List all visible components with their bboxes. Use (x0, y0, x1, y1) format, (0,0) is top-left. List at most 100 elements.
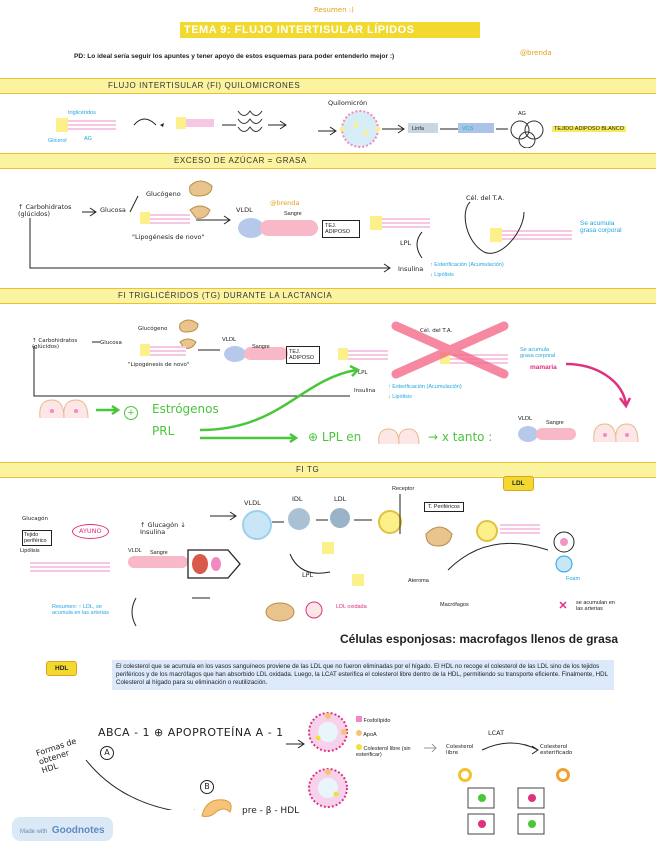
s4-tejido-label: Tejido periférico (22, 530, 52, 546)
s3-sangre-label: Sangre (252, 344, 270, 350)
s2-handle: @brenda (270, 199, 300, 207)
s3-estrogenos-label: Estrógenos (152, 402, 219, 416)
liver-icon (179, 319, 199, 349)
s4-receptor-label: Receptor (392, 486, 415, 492)
s4-vldl-label: VLDL (244, 499, 261, 507)
section-banner-azucar: EXCESO DE AZÚCAR = GRASA (0, 153, 656, 169)
acum-line-1: Se acumula (520, 347, 550, 353)
legend-colesterol: Colesterol libre (sin esterificar) (356, 744, 418, 758)
section-title: FI TG (296, 465, 320, 474)
s2-tej-label: TEJ. ADIPOSO (322, 220, 360, 238)
s3-lipid-strip-2 (348, 350, 388, 360)
legend-text: ApoA (363, 732, 377, 738)
breast-icon (39, 399, 89, 419)
s2-glycerol-1 (140, 212, 150, 224)
s1-glicerol-label: Glicerol (48, 138, 67, 144)
cell-transport-icon (467, 787, 545, 835)
hdl-formas-label: Formas de obtener HDL (34, 736, 78, 776)
s4-lipid-strip-1 (30, 562, 110, 572)
section-banner-quilomicrones: FLUJO INTERTISULAR (FI) QUILOMICRONES (0, 78, 656, 94)
hdl-arrows (85, 739, 305, 810)
goodnotes-brand: Goodnotes (51, 825, 105, 836)
s3-lpl-label: LPL (358, 370, 368, 376)
s2-carb-label: ↑ Carbohidratos (glúcidos) (18, 203, 72, 218)
s1-trig-label: triglicéridos (68, 110, 96, 116)
s1-glycerol-block (56, 118, 68, 132)
ldl-receptor-particle (378, 510, 402, 534)
section-title: FI TRIGLICÉRIDOS (TG) DURANTE LA LACTANC… (118, 291, 333, 300)
s4-gins-label: ↑ Glucagón ↓ Insulina (140, 521, 186, 536)
legend-apoa: ApoA (356, 730, 377, 738)
idl-particle (288, 508, 310, 530)
s4-lipolisis-label: Lipólisis (20, 548, 40, 554)
s3-plus-label: + (124, 406, 138, 420)
s3-cel-label: Cél. del T.A. (420, 328, 453, 334)
liver-icon (425, 526, 453, 547)
s3-lpl-en-label: ⊕ LPL en (308, 430, 362, 444)
s2-vldl-particle (238, 218, 264, 238)
ldl-tag: LDL (503, 476, 534, 491)
s3-vldl-particle (224, 346, 246, 362)
s4-ldl-label: LDL (334, 495, 347, 503)
s2-vldl-blood (260, 220, 318, 236)
hdl-explanation: El colesterol que se acumula en los vaso… (112, 660, 614, 690)
s1-fatty-acid-strip (68, 120, 116, 130)
s1-quilo-label: Quilomicrón (328, 99, 368, 107)
s3-est-label: ↑ Esterificación (Acumulación) (388, 384, 462, 390)
s3-insulina-label: Insulina (354, 388, 376, 394)
s3-glycerol-1 (140, 344, 150, 356)
liver-icon (189, 180, 213, 219)
goodnotes-badge[interactable]: Made with Goodnotes (12, 817, 113, 841)
s2-acum-label: Se acumula grasa corporal (580, 220, 622, 234)
s3-vldl2-particle (518, 426, 538, 442)
foam-cell-caption: Células esponjosas: macrofagos llenos de… (340, 632, 619, 646)
s2-lipo-label: "Lipogénesis de novo" (132, 233, 205, 241)
author-handle: @brenda (520, 49, 552, 57)
s1-ag-label: AG (84, 136, 92, 142)
legend-text: Colesterol libre (sin esterificar) (356, 746, 411, 758)
s2-glycerol-3 (490, 228, 502, 242)
made-with-text: Made with (20, 829, 48, 835)
legend-phospholipid: Fosfolípido (356, 716, 390, 724)
s2-insulina-label: Insulina (398, 265, 424, 273)
s2-lip-label: ↓ Lipólisis (430, 272, 454, 278)
s2-est-label: ↑ Esterificación (Acumulación) (430, 262, 504, 268)
apoa-icon (201, 799, 232, 817)
s3-vldl-blood (244, 347, 288, 360)
s2-lipid-strip-3 (502, 230, 572, 240)
section-banner-lactancia: FI TRIGLICÉRIDOS (TG) DURANTE LA LACTANC… (0, 288, 656, 304)
breast-icon (593, 423, 639, 443)
s4-lpl-label: LPL (302, 571, 314, 579)
hdl-b-badge: B (200, 780, 214, 794)
s4-vldl-small: VLDL (128, 548, 142, 554)
s2-glucosa-label: Glucosa (100, 206, 126, 214)
tissue-icon (187, 549, 241, 579)
s1-ag-top: AG (518, 111, 526, 117)
s1-tejido-label: TEJIDO ADIPOSO BLANCO (552, 126, 626, 132)
esterified-cholesterol-dot (556, 768, 570, 782)
s1-linfa-label: Linfa (412, 126, 424, 132)
s3-glycerol-2 (338, 348, 348, 360)
section-banner-fi-tg: FI TG (0, 462, 656, 478)
s3-vldl-label: VLDL (222, 337, 237, 343)
intro-note: PD: Lo ideal sería seguir los apuntes y … (74, 53, 395, 60)
hdl-lcat-label: LCAT (488, 729, 505, 737)
cross-out-mark (391, 321, 509, 379)
s4-oxid-label: LDL oxidada (336, 604, 367, 610)
acum-line-1: Se acumula (580, 220, 615, 227)
hdl-tag: HDL (46, 661, 78, 676)
adipose-cell-icon (510, 120, 544, 148)
macrophage-icon (553, 531, 575, 573)
hdl-libre-label: Colesterol libre (446, 744, 474, 756)
s4-lipid-strip-2 (500, 524, 540, 534)
s2-vldl-label: VLDL (236, 206, 253, 214)
hdl-abca-label: ABCA - 1 ⊕ APOPROTEÍNA A - 1 (98, 726, 284, 739)
s2-glucogeno-label: Glucógeno (146, 190, 181, 198)
s3-arrows (33, 341, 632, 444)
s2-lipid-strip-1 (150, 214, 190, 224)
s4-foam-label: Foam (566, 576, 581, 582)
acum-line-2: grasa corporal (520, 353, 556, 359)
s3-sangre2-label: Sangre (546, 420, 564, 426)
s4-glycerol-a (322, 542, 334, 554)
s3-prl-label: PRL (152, 424, 175, 438)
